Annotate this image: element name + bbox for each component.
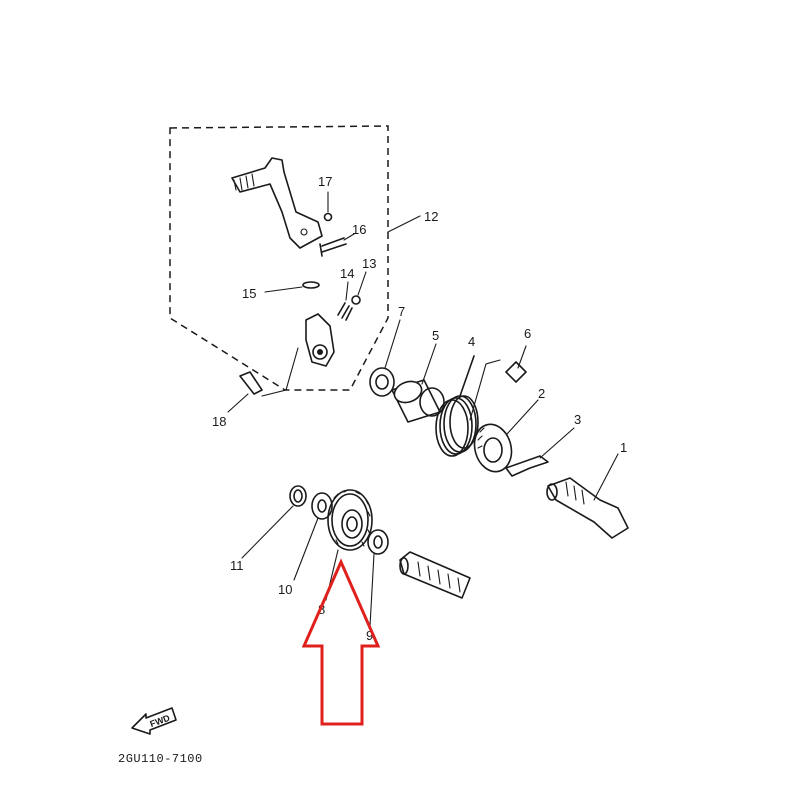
label-part-13: 13	[362, 256, 376, 271]
label-part-14: 14	[340, 266, 354, 281]
label-part-18: 18	[212, 414, 226, 429]
label-part-11: 11	[230, 558, 244, 573]
part-17-ball	[323, 212, 333, 222]
kick-lever-drawing	[231, 157, 323, 249]
label-part-2: 2	[538, 386, 545, 401]
label-part-5: 5	[432, 328, 439, 343]
assembly-boundary	[169, 125, 389, 391]
label-part-1: 1	[620, 440, 627, 455]
label-part-15: 15	[242, 286, 256, 301]
part-11-circlip	[241, 485, 307, 559]
label-part-12: 12	[424, 209, 438, 224]
part-7-seal	[369, 319, 401, 397]
label-part-7: 7	[398, 304, 405, 319]
highlight-arrow-icon	[301, 558, 381, 726]
part-18-bolt	[227, 371, 263, 413]
part-4-torsion-spring	[435, 355, 501, 457]
label-part-10: 10	[278, 582, 292, 597]
part-3-clip-spring	[505, 427, 575, 477]
label-part-3: 3	[574, 412, 581, 427]
part-9-washer	[367, 529, 389, 627]
part-2-ratchet	[473, 399, 539, 473]
label-part-6: 6	[524, 326, 531, 341]
part-10-washer	[293, 492, 333, 581]
part-1-kick-shaft	[546, 453, 629, 539]
part-13-ball	[351, 295, 361, 305]
diagram-code: 2GU110-7100	[118, 752, 203, 766]
part-15-clip	[302, 281, 320, 289]
part-6-pin	[505, 345, 527, 383]
part-16-bolt	[319, 233, 355, 257]
lever-boss-drawing	[261, 313, 335, 397]
label-part-4: 4	[468, 334, 475, 349]
label-part-9: 9	[366, 628, 373, 643]
label-part-17: 17	[318, 174, 332, 189]
part-5-collar	[391, 343, 445, 423]
part-14-spring	[337, 281, 353, 321]
label-part-16: 16	[352, 222, 366, 237]
splined-shaft	[399, 551, 471, 599]
part-8-kick-gear	[325, 489, 373, 601]
fwd-arrow-icon: FWD	[131, 707, 177, 735]
